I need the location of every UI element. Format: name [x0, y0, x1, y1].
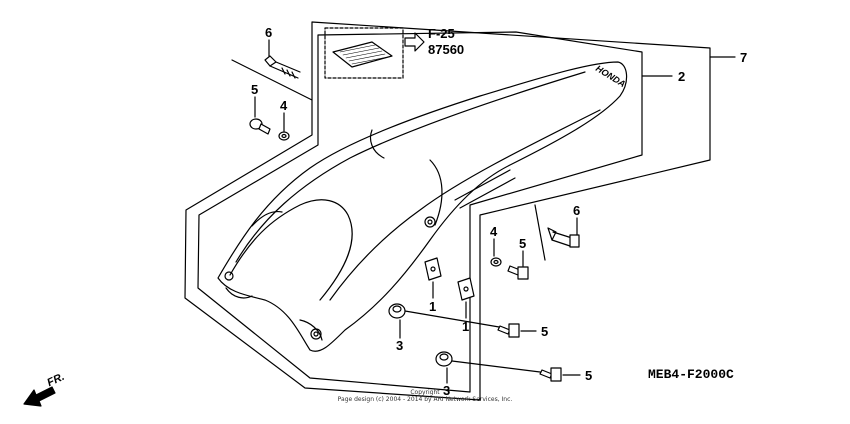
diagram-code: MEB4-F2000C	[648, 367, 734, 382]
grommet-3a	[388, 303, 406, 319]
reference-number: 87560	[428, 42, 465, 57]
callout-5-mid: 5	[541, 324, 549, 339]
clip-nut-1b	[457, 277, 475, 301]
flange-bolt-6-right	[547, 227, 580, 248]
flange-bolt-5-left	[249, 118, 271, 135]
reference-section: F-25	[428, 26, 455, 41]
callout-4-right: 4	[490, 224, 498, 239]
label-sticker-box	[324, 27, 404, 79]
flange-bolt-5-bottom	[539, 367, 562, 382]
callout-5-bottom: 5	[585, 368, 593, 383]
rear-fender-body: HONDA	[217, 61, 627, 352]
callout-7: 7	[740, 50, 748, 65]
callout-6-left: 6	[265, 25, 273, 40]
callout-6-right: 6	[573, 203, 581, 218]
flange-bolt-5-right	[507, 265, 529, 280]
flange-bolt-5-mid	[497, 323, 520, 338]
washer-4-right	[490, 257, 502, 267]
front-direction-arrow-icon	[23, 386, 56, 407]
reference-arrow-icon	[404, 32, 425, 52]
washer-4-left	[278, 131, 290, 141]
callout-1b: 1	[462, 319, 470, 334]
grommet-3b	[435, 351, 453, 367]
assembly-boundary-7	[184, 21, 711, 401]
callout-4-left: 4	[280, 98, 288, 113]
copyright-line2: Page design (c) 2004 - 2014 by ARI Netwo…	[337, 396, 513, 403]
label-sticker-icon	[332, 41, 393, 68]
callout-3a: 3	[396, 338, 404, 353]
callout-2: 2	[678, 69, 686, 84]
copyright-line1: Copyright	[410, 389, 440, 396]
callout-5-left: 5	[251, 82, 259, 97]
callout-1a: 1	[429, 299, 437, 314]
clip-nut-1a	[424, 257, 442, 281]
callout-3b: 3	[443, 383, 451, 398]
flange-bolt-6-left	[264, 55, 301, 79]
assembly-boundary-2	[197, 31, 643, 393]
copyright-notice: Copyright Page design (c) 2004 - 2014 by…	[330, 389, 520, 403]
callout-5-right: 5	[519, 236, 527, 251]
